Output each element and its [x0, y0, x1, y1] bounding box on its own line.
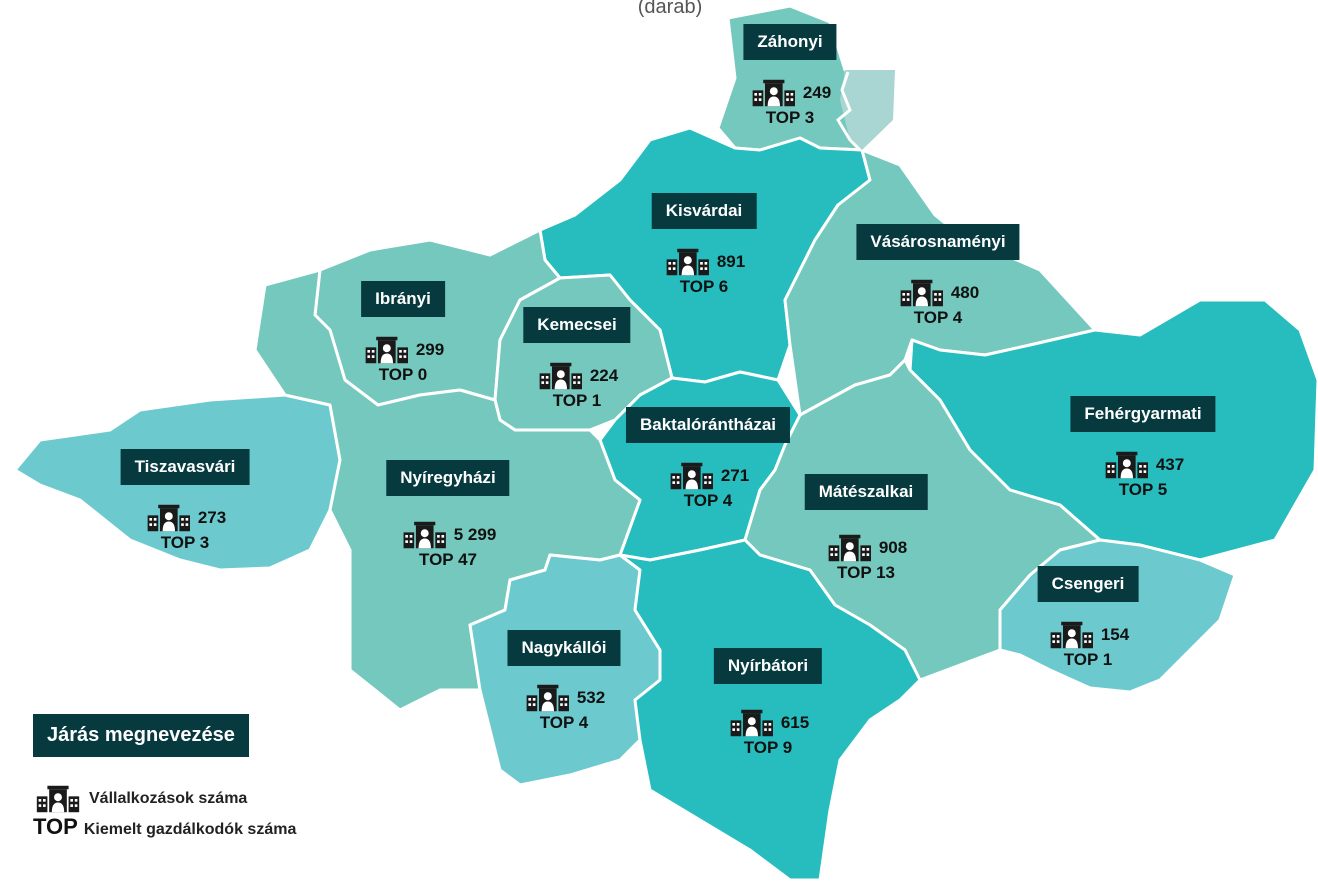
top-count: TOP 13 [837, 563, 895, 582]
district-label-zahonyi: Záhonyi [743, 24, 837, 60]
legend-enterprises-label: Vállalkozások száma [89, 790, 248, 807]
top-count: TOP 1 [552, 391, 602, 410]
top-count: TOP 3 [160, 533, 210, 552]
top-count: TOP 0 [378, 365, 428, 384]
top-count: TOP 9 [743, 738, 793, 757]
district-label-csengeri: Csengeri [1037, 566, 1139, 602]
building-person-icon [752, 79, 795, 107]
building-person-icon [670, 462, 713, 490]
legend-title: Járás megnevezése [33, 714, 249, 757]
region-nyirbatori [618, 538, 922, 882]
district-label-fehergyarmati: Fehérgyarmati [1070, 396, 1216, 432]
building-person-icon [36, 785, 80, 813]
building-person-icon [1105, 451, 1148, 479]
map-subtitle: (darab) [637, 0, 703, 18]
top-count: TOP 6 [679, 277, 729, 296]
enterprise-count: 5 299 [453, 525, 497, 544]
border-zone [840, 70, 895, 150]
district-label-nagykalloi: Nagykállói [507, 630, 621, 666]
enterprise-count: 224 [589, 366, 619, 385]
building-person-icon [900, 279, 943, 307]
top-count: TOP 5 [1118, 480, 1168, 499]
building-person-icon [1050, 621, 1093, 649]
district-label-tiszavasvari: Tiszavasvári [120, 449, 250, 485]
enterprise-count: 249 [802, 83, 832, 102]
building-person-icon [147, 504, 190, 532]
enterprise-count: 908 [878, 538, 908, 557]
enterprise-count: 532 [576, 688, 606, 707]
legend-enterprises: Vállalkozások száma [33, 784, 247, 814]
district-label-vasarosnamenyi: Vásárosnaményi [856, 224, 1020, 260]
top-count: TOP 47 [419, 550, 477, 569]
district-label-kemecsei: Kemecsei [523, 307, 631, 343]
enterprise-count: 480 [950, 283, 980, 302]
legend-top: TOP Kiemelt gazdálkodók száma [33, 814, 296, 840]
building-person-icon [365, 336, 408, 364]
top-count: TOP 3 [765, 108, 815, 127]
enterprise-count: 615 [780, 713, 810, 732]
district-label-baktaloranthazai: Baktalórántházai [625, 407, 791, 443]
district-label-nyirbatori: Nyírbátori [713, 648, 823, 684]
building-person-icon [539, 362, 582, 390]
enterprise-count: 273 [197, 508, 227, 527]
enterprise-count: 891 [716, 252, 746, 271]
building-person-icon [828, 534, 871, 562]
legend-top-word: TOP [33, 814, 78, 839]
district-label-kisvardai: Kisvárdai [651, 193, 757, 229]
top-count: TOP 4 [913, 308, 963, 327]
top-count: TOP 4 [539, 713, 589, 732]
building-person-icon [403, 521, 446, 549]
legend-top-label: Kiemelt gazdálkodók száma [83, 821, 297, 838]
state-border [836, 71, 862, 152]
district-label-mateszalkai: Mátészalkai [804, 474, 928, 510]
enterprise-count: 299 [415, 340, 445, 359]
enterprise-count: 437 [1155, 455, 1185, 474]
building-person-icon [666, 248, 709, 276]
building-person-icon [730, 709, 773, 737]
enterprise-count: 154 [1100, 625, 1130, 644]
district-label-nyiregyhazi: Nyíregyházi [386, 460, 510, 496]
enterprise-count: 271 [720, 466, 750, 485]
top-count: TOP 1 [1063, 650, 1113, 669]
building-person-icon [526, 684, 569, 712]
district-label-ibranyi: Ibrányi [361, 281, 445, 317]
top-count: TOP 4 [683, 491, 733, 510]
